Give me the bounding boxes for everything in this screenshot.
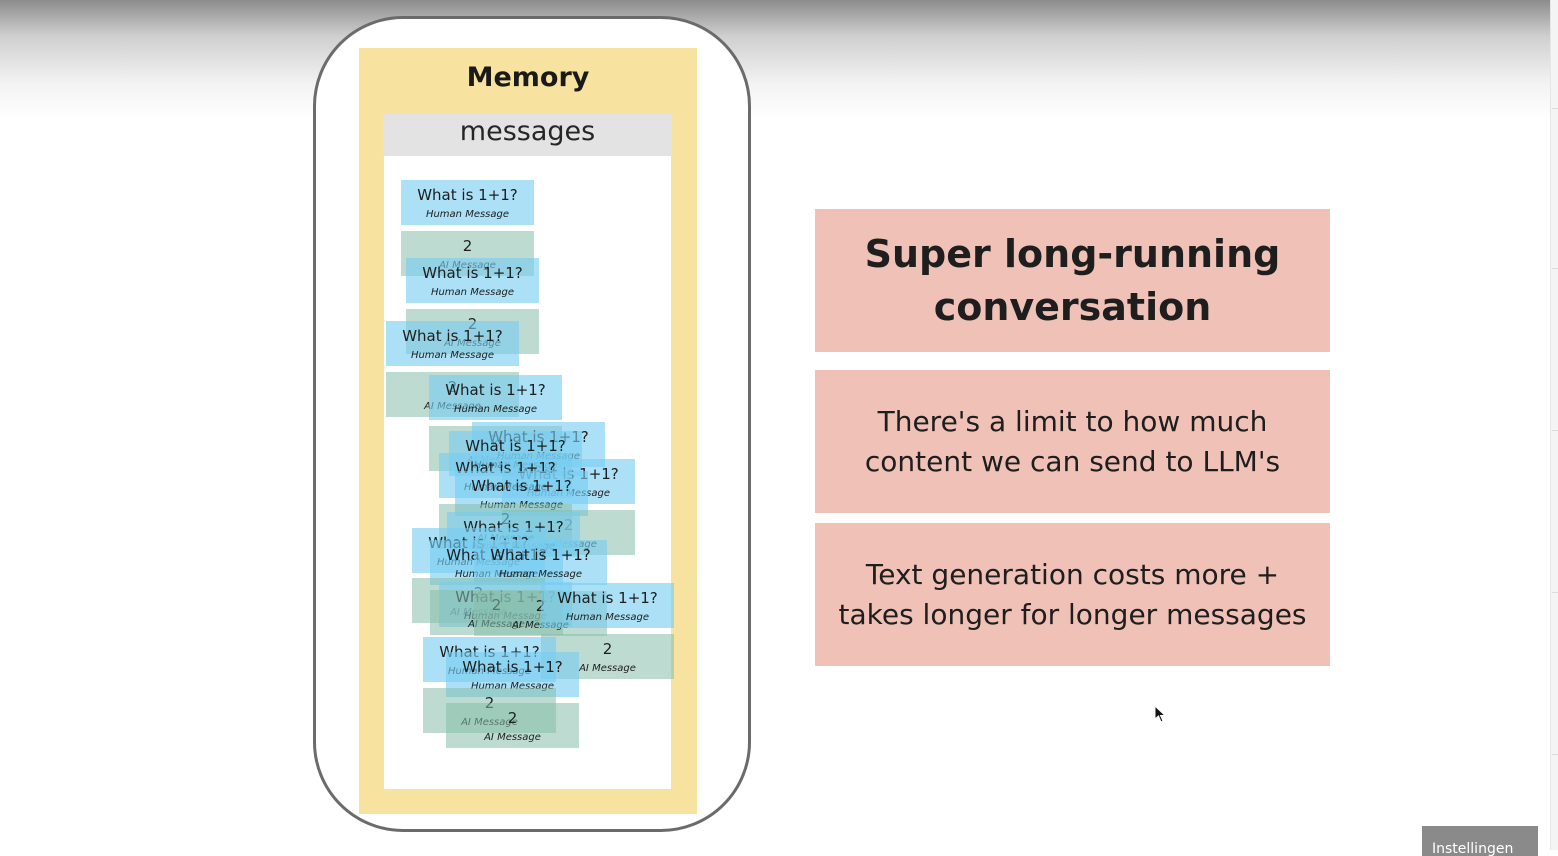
- cost-latency-card: Text generation costs more + takes longe…: [815, 523, 1330, 666]
- message-text: What is 1+1?: [422, 264, 523, 282]
- message-type-label: AI Message: [484, 732, 541, 743]
- conversation-title-card: Super long-running conversation: [815, 209, 1330, 352]
- message-type-label: Human Message: [498, 569, 583, 580]
- message-text: What is 1+1?: [557, 589, 658, 607]
- message-text: 2: [474, 591, 607, 615]
- message-text: What is 1+1?: [465, 437, 566, 455]
- human-message: What is 1+1? Human Message: [401, 180, 534, 225]
- message-text: What is 1+1?: [462, 658, 563, 676]
- message-type-label: Human Message: [470, 681, 555, 692]
- scrollbar-tick: [1552, 592, 1558, 593]
- human-message: What is 1+1? Human Message: [386, 321, 519, 366]
- message-text: What is 1+1?: [490, 546, 591, 564]
- messages-header: [383, 114, 672, 156]
- human-message: What is 1+1? Human Message: [429, 375, 562, 420]
- message-type-label: Human Message: [430, 287, 515, 298]
- message-type-label: Human Message: [425, 209, 510, 220]
- message-type-label: Human Message: [565, 612, 650, 623]
- scrollbar-tick: [1552, 268, 1558, 269]
- message-text: 2: [462, 237, 473, 255]
- message-text: What is 1+1?: [471, 477, 572, 495]
- scrollbar-tick: [1552, 430, 1558, 431]
- right-scrollbar[interactable]: [1550, 0, 1558, 850]
- content-limit-card: There's a limit to how much content we c…: [815, 370, 1330, 513]
- top-shadow: [0, 0, 1558, 120]
- message-type-label: AI Message: [512, 620, 569, 631]
- message-text: What is 1+1?: [402, 327, 503, 345]
- ai-message: 2 AI Message: [446, 703, 579, 748]
- message-text: What is 1+1?: [417, 186, 518, 204]
- message-type-label: Human Message: [410, 350, 495, 361]
- message-text: 2: [602, 640, 613, 658]
- settings-button[interactable]: Instellingen: [1422, 826, 1538, 856]
- message-text: 2: [507, 709, 518, 727]
- human-message: What is 1+1? Human Message: [406, 258, 539, 303]
- human-message: What is 1+1? Human Message: [541, 583, 674, 628]
- human-message: What is 1+1? Human Message: [474, 540, 607, 585]
- message-type-label: Human Message: [453, 404, 538, 415]
- mouse-cursor-icon: [1154, 705, 1167, 723]
- memory-title: Memory: [466, 62, 590, 93]
- scrollbar-tick: [1552, 754, 1558, 755]
- message-type-label: AI Message: [579, 663, 636, 674]
- messages-title: messages: [459, 116, 596, 147]
- message-text: What is 1+1?: [445, 381, 546, 399]
- scrollbar-tick: [1552, 108, 1558, 109]
